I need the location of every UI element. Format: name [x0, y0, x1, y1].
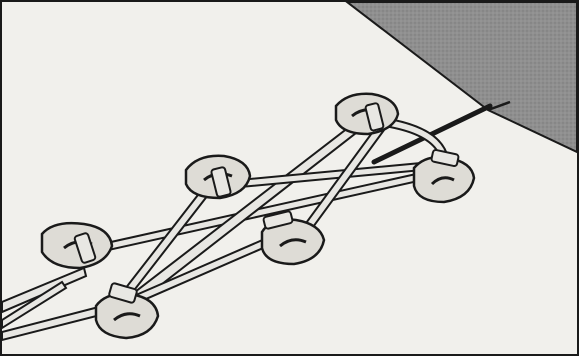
eyelet: [336, 94, 398, 134]
eyelet: [186, 156, 250, 198]
laces-crossing: [84, 114, 448, 309]
eyelet: [414, 149, 474, 202]
eyelet: [42, 223, 112, 268]
